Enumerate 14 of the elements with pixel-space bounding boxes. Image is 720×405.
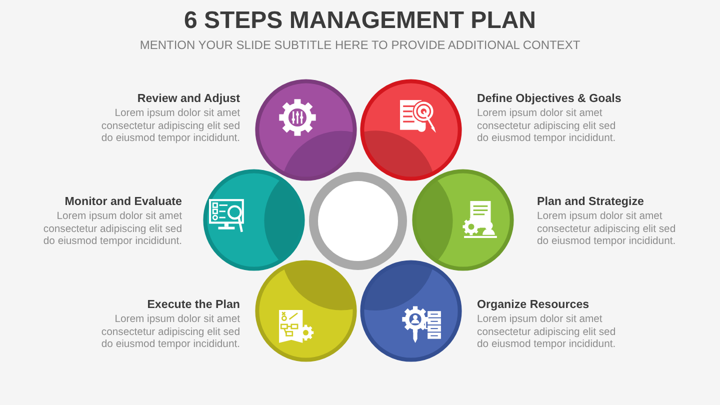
step-title: Define Objectives & Goals [477, 92, 622, 106]
subtitle: MENTION YOUR SLIDE SUBTITLE HERE TO PROVIDE ADDITIONAL CONTEXT [138, 38, 582, 52]
step-description: Lorem ipsum dolor sit amet consectetur adipiscing elit sed do eiusmod tempor incididunt. [100, 314, 240, 352]
step-title: Execute the Plan [146, 298, 240, 312]
step-description: Lorem ipsum dolor sit amet consectetur adipiscing elit sed do eiusmod tempor incididunt. [477, 108, 617, 146]
title: 6 STEPS MANAGEMENT PLAN [182, 7, 538, 35]
step-title: Organize Resources [477, 298, 590, 312]
step-description: Lorem ipsum dolor sit amet consectetur adipiscing elit sed do eiusmod tempor incididunt. [537, 211, 677, 249]
step-description: Lorem ipsum dolor sit amet consectetur adipiscing elit sed do eiusmod tempor incididunt. [100, 108, 240, 146]
step-description: Lorem ipsum dolor sit amet consectetur adipiscing elit sed do eiusmod tempor incididunt. [477, 314, 617, 352]
step-title: Review and Adjust [136, 92, 240, 106]
step-title: Plan and Strategize [537, 195, 645, 209]
step-title: Monitor and Evaluate [64, 195, 182, 209]
step-description: Lorem ipsum dolor sit amet consectetur adipiscing elit sed do eiusmod tempor incididunt. [42, 211, 182, 249]
